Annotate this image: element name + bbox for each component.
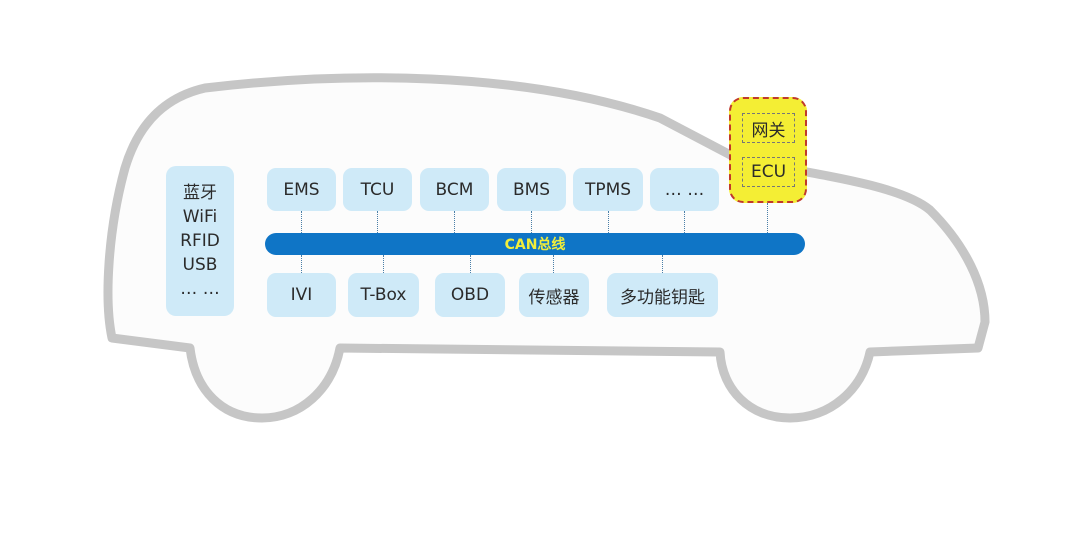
ecu-label: BCM xyxy=(435,179,474,200)
can-bus-label: CAN总线 xyxy=(504,237,566,253)
ecu-label: 传感器 xyxy=(528,287,580,308)
ecu-box-more: … … xyxy=(650,168,719,211)
side-line: … … xyxy=(180,279,220,299)
ecu-box-bms: BMS xyxy=(497,168,566,211)
ecu-label: T-Box xyxy=(360,285,407,305)
ecu-label: BMS xyxy=(512,179,551,200)
connector-line xyxy=(383,255,384,273)
ecu-label: … … xyxy=(664,179,705,200)
ecu-box-tcu: TCU xyxy=(343,168,412,211)
side-line: USB xyxy=(182,255,218,275)
wireless-interfaces-box: 蓝牙 WiFi RFID USB … … xyxy=(166,166,234,316)
connector-line xyxy=(531,211,532,233)
connector-line xyxy=(377,211,378,233)
ecu-label: 多功能钥匙 xyxy=(620,287,705,308)
ecu-box-sensor: 传感器 xyxy=(519,273,589,317)
connector-line xyxy=(684,211,685,233)
connector-line xyxy=(553,255,554,273)
side-line: RFID xyxy=(180,231,220,251)
gateway-ecu: 网关 ECU xyxy=(729,97,807,203)
connector-line xyxy=(454,211,455,233)
ecu-label: OBD xyxy=(450,285,490,305)
side-line: WiFi xyxy=(182,207,218,227)
gateway-ecu-label: ECU xyxy=(742,157,795,187)
connector-line xyxy=(470,255,471,273)
ecu-label: EMS xyxy=(283,179,320,200)
ecu-box-ems: EMS xyxy=(267,168,336,211)
ecu-label: TPMS xyxy=(584,179,632,200)
ecu-box-obd: OBD xyxy=(435,273,505,317)
connector-line xyxy=(608,211,609,233)
connector-line xyxy=(301,211,302,233)
gateway-label: 网关 xyxy=(742,113,795,143)
ecu-box-tbox: T-Box xyxy=(348,273,419,317)
ecu-box-bcm: BCM xyxy=(420,168,489,211)
connector-line xyxy=(662,255,663,273)
connector-line xyxy=(767,203,768,233)
ecu-box-ivi: IVI xyxy=(267,273,336,317)
side-line: 蓝牙 xyxy=(183,183,217,203)
ecu-box-smart-key: 多功能钥匙 xyxy=(607,273,718,317)
connector-line xyxy=(301,255,302,273)
ecu-label: IVI xyxy=(290,285,313,305)
can-bus: CAN总线 xyxy=(265,233,805,255)
ecu-label: TCU xyxy=(360,179,395,200)
ecu-box-tpms: TPMS xyxy=(573,168,643,211)
